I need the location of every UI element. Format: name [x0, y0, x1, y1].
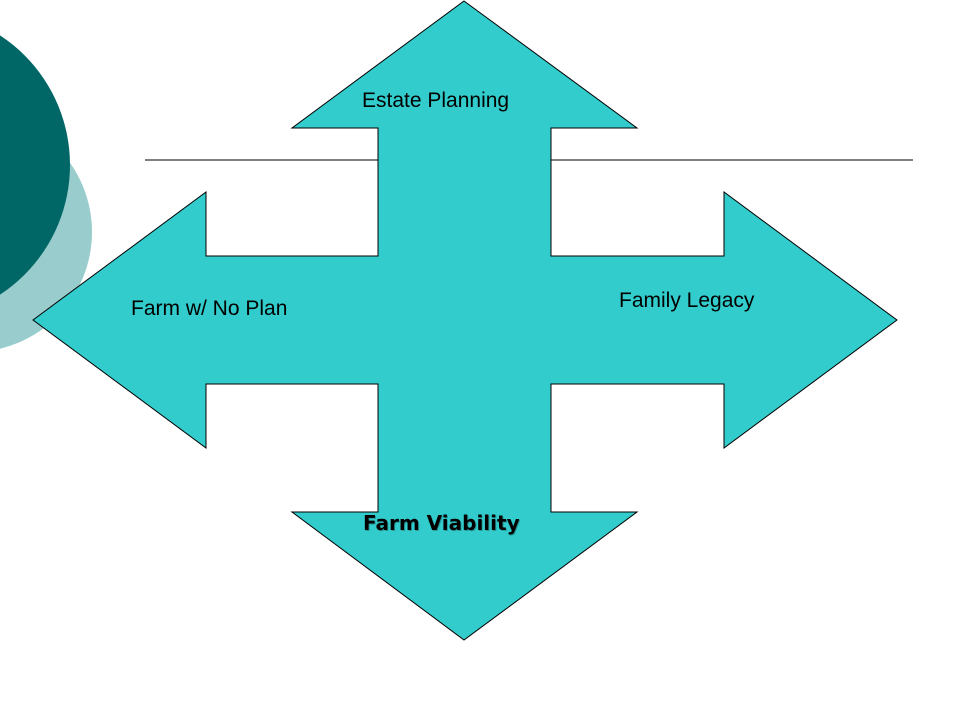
arrow-label-up: Estate Planning	[362, 89, 510, 112]
arrow-label-right: Family Legacy	[619, 289, 755, 312]
decor-circle-dark	[0, 35, 70, 295]
arrow-label-left: Farm w/ No Plan	[131, 297, 288, 320]
arrow-label-down: Farm Viability	[363, 511, 520, 535]
four-way-arrow	[32, 0, 898, 641]
